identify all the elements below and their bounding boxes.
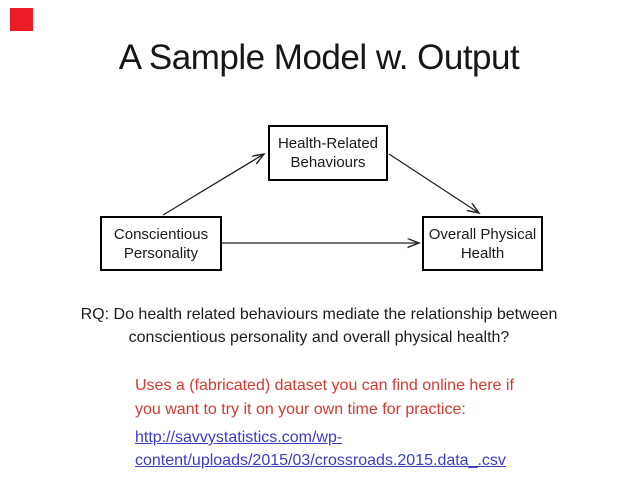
research-question-line: conscientious personality and overall ph… — [128, 329, 510, 346]
red-square-marker — [10, 8, 33, 31]
box-label-line: Overall Physical — [428, 225, 537, 243]
box-label-line: Health-Related — [277, 135, 379, 152]
arrow-mediator-to-outcome — [388, 153, 479, 213]
research-question-line: RQ: Do health related behaviours mediate… — [80, 306, 558, 323]
dataset-note-line: Uses a (fabricated) dataset you can find… — [135, 377, 514, 394]
dataset-note: Uses a (fabricated) dataset you can find… — [135, 374, 514, 421]
dataset-url-link[interactable]: http://savvystatistics.com/wp- content/u… — [135, 426, 506, 472]
mediation-diagram: Health-Related Behaviours Conscientious … — [0, 110, 638, 290]
box-label-line: Personality — [123, 244, 199, 262]
dataset-note-line: you want to try it on your own time for … — [135, 400, 466, 418]
diagram-box-outcome: Overall Physical Health — [422, 216, 543, 271]
dataset-url-line[interactable]: content/uploads/2015/03/crossroads.2015.… — [135, 452, 506, 469]
box-label-line: Behaviours — [290, 154, 366, 171]
dataset-url-line[interactable]: http://savvystatistics.com/wp- — [135, 429, 343, 446]
diagram-box-predictor: Conscientious Personality — [100, 216, 222, 271]
arrow-predictor-to-mediator — [162, 154, 264, 216]
box-label-line: Health — [460, 244, 505, 262]
diagram-arrows — [162, 110, 638, 290]
slide-title: A Sample Model w. Output — [118, 38, 520, 77]
box-label-line: Conscientious — [113, 225, 209, 243]
research-question: RQ: Do health related behaviours mediate… — [0, 303, 638, 349]
diagram-box-mediator: Health-Related Behaviours — [268, 125, 388, 181]
